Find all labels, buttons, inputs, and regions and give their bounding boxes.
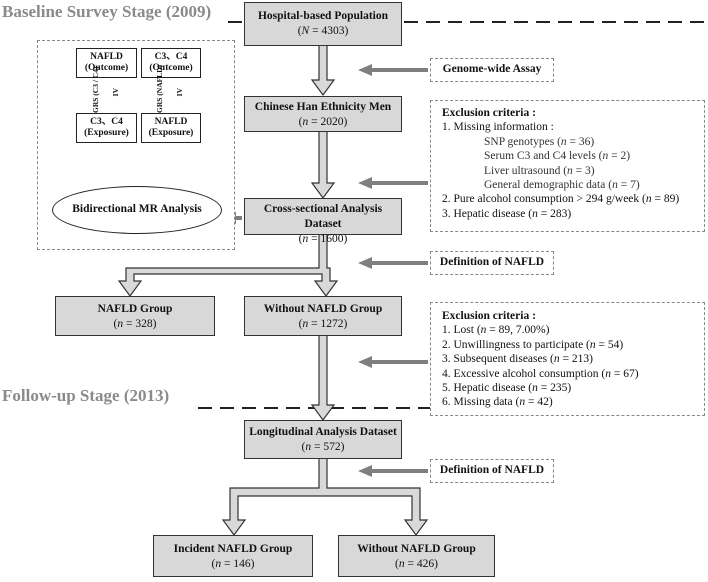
- mr-box-line: C3、C4: [154, 52, 188, 62]
- iv-right-label: IV: [175, 88, 184, 97]
- exclusion-item: 4. Excessive alcohol consumption (n = 67…: [442, 367, 639, 380]
- box-title: Without NAFLD Group: [263, 303, 383, 315]
- box-title: Chinese Han Ethnicity Men: [254, 101, 392, 113]
- incident-nafld-box: Incident NAFLD Group (n = 146): [153, 535, 313, 577]
- hospital-population-box: Hospital-based Population (N = 4303): [244, 2, 402, 46]
- exclusion-criteria-box-2: [430, 302, 705, 416]
- exclusion-criteria-list-1: Exclusion criteria : 1. Missing informat…: [442, 106, 679, 221]
- exclusion-item: 3. Hepatic disease (n = 283): [442, 207, 572, 220]
- baseline-stage-title: Baseline Survey Stage (2009): [2, 2, 212, 21]
- nafld-group-box: NAFLD Group (n = 328): [55, 296, 215, 336]
- box-count: (n = 426): [395, 558, 438, 570]
- exclusion-item: 3. Subsequent diseases (n = 213): [442, 353, 593, 366]
- bidirectional-mr-ellipse: Bidirectional MR Analysis: [52, 186, 222, 234]
- box-title: Cross-sectional Analysis Dataset: [263, 203, 383, 230]
- box-count: (n = 328): [113, 318, 157, 330]
- followup-stage-title: Follow-up Stage (2013): [2, 386, 170, 405]
- mr-box-line: (Outcome): [84, 63, 129, 73]
- exclusion-criteria-list-2: Exclusion criteria : 1. Lost (n = 89, 7.…: [442, 309, 639, 410]
- exclusion-subitem: SNP genotypes (n = 36): [484, 135, 595, 148]
- box-count: (N = 4303): [297, 25, 349, 37]
- arrow-split-2: [221, 457, 429, 537]
- box-title: Hospital-based Population: [257, 10, 389, 22]
- arrow-without-to-long: [310, 334, 336, 422]
- grs-nafld-label: GRS (NAFLD): [155, 64, 164, 113]
- mr-box-line: C3、C4: [90, 117, 123, 127]
- box-title: Incident NAFLD Group: [173, 543, 293, 555]
- arrow-hospital-to-han: [310, 44, 336, 97]
- exclusion-header: Exclusion criteria :: [442, 107, 536, 119]
- nafld-exposure-box: NAFLD (Exposure): [141, 113, 201, 143]
- exclusion-header: Exclusion criteria :: [442, 310, 536, 322]
- box-count: (n = 146): [211, 558, 255, 570]
- definition-nafld-label-2: Definition of NAFLD: [430, 459, 554, 483]
- without-nafld-group-box: Without NAFLD Group (n = 1272): [244, 296, 402, 336]
- cross-sectional-box: Cross-sectional Analysis Dataset (n = 16…: [244, 198, 402, 245]
- box-count: (n = 1272): [298, 318, 348, 330]
- exclusion-item: 6. Missing data (n = 42): [442, 396, 553, 409]
- mr-box-line: (Outcome): [149, 63, 193, 73]
- box-title: Longitudinal Analysis Dataset: [249, 426, 397, 438]
- box-title: NAFLD Group: [97, 303, 173, 315]
- exclusion-subitem: Liver ultrasound (n = 3): [484, 164, 595, 177]
- definition-nafld-label-1: Definition of NAFLD: [430, 251, 554, 275]
- iv-left-label: IV: [111, 88, 120, 97]
- side-arrow-genome: [358, 64, 428, 76]
- exclusion-subitem: Serum C3 and C4 levels (n = 2): [484, 150, 631, 163]
- side-arrow-definition1: [358, 257, 428, 269]
- c3c4-exposure-box: C3、C4 (Exposure): [76, 113, 137, 143]
- nafld-outcome-box: NAFLD (Outcome): [76, 48, 137, 78]
- arrow-han-to-cross: [310, 129, 336, 200]
- exclusion-subitem: General demographic data (n = 7): [484, 179, 640, 192]
- without-nafld-final-box: Without NAFLD Group (n = 426): [338, 535, 495, 577]
- exclusion-item: 1. Missing information :: [442, 121, 554, 134]
- exclusion-item: 1. Lost (n = 89, 7.00%): [442, 324, 550, 337]
- mr-box-line: NAFLD: [90, 52, 123, 62]
- exclusion-item: 2. Pure alcohol consumption > 294 g/week…: [442, 193, 680, 206]
- genome-wide-assay-label: Genome-wide Assay: [430, 58, 554, 82]
- grs-c3c4-label: GRS (C3 / C4): [91, 66, 100, 113]
- arrow-split-1: [117, 232, 339, 298]
- box-count: (n = 1600): [298, 233, 348, 245]
- box-count: (n = 2020): [298, 116, 348, 128]
- box-title: Without NAFLD Group: [357, 543, 476, 555]
- exclusion-item: 5. Hepatic disease (n = 235): [442, 382, 572, 395]
- mr-box-line: (Exposure): [84, 128, 129, 138]
- exclusion-criteria-box-1: [430, 100, 705, 232]
- mr-box-line: NAFLD: [154, 117, 188, 127]
- mr-box-line: (Exposure): [148, 128, 194, 138]
- han-men-box: Chinese Han Ethnicity Men (n = 2020): [244, 96, 402, 132]
- c3c4-outcome-box: C3、C4 (Outcome): [141, 48, 201, 78]
- box-count: (n = 572): [301, 441, 345, 453]
- side-arrow-definition2: [358, 465, 428, 477]
- side-arrow-exclusion2: [358, 356, 428, 368]
- longitudinal-box: Longitudinal Analysis Dataset (n = 572): [244, 420, 402, 459]
- side-arrow-exclusion1: [358, 177, 428, 189]
- exclusion-item: 2. Unwillingness to participate (n = 54): [442, 338, 624, 351]
